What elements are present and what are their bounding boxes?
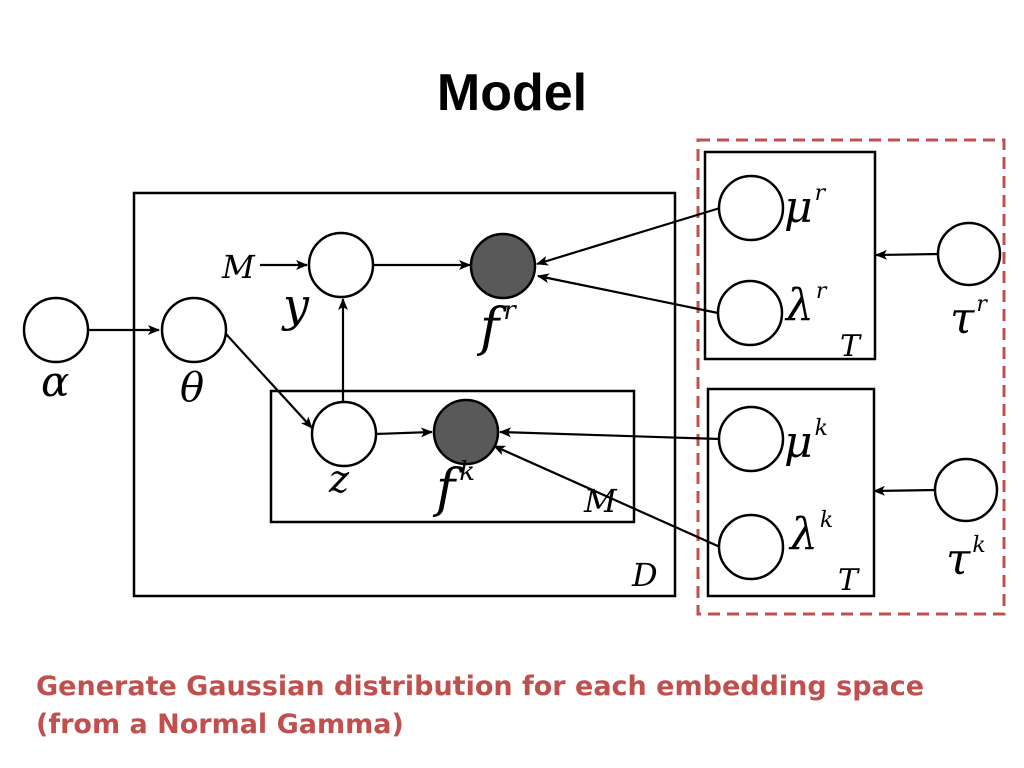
slide-title: Model xyxy=(436,64,588,122)
node-tau-k xyxy=(933,457,999,523)
label-tau-k: τk xyxy=(946,533,986,585)
node-y xyxy=(307,231,375,299)
label-plate-m: M xyxy=(583,482,618,520)
label-alpha: α xyxy=(41,357,69,406)
label-plate-d: D xyxy=(631,556,658,594)
edge-lambdak-fk xyxy=(493,444,721,549)
caption: Generate Gaussian distribution for each … xyxy=(36,671,925,740)
label-plate-t-bottom: T xyxy=(838,563,860,598)
label-theta: θ xyxy=(180,365,204,411)
node-mu-r xyxy=(717,174,785,242)
plate-m xyxy=(269,389,636,524)
edge-z-fk xyxy=(375,427,433,438)
node-tau-r xyxy=(936,221,1002,287)
edge-taur-plate xyxy=(875,249,940,260)
edge-mur-fr xyxy=(536,206,721,266)
node-theta xyxy=(160,296,228,364)
edge-tauk-plate xyxy=(873,485,937,496)
node-f-r xyxy=(469,232,537,300)
node-lambda-k xyxy=(717,513,785,581)
label-mu-r: μr xyxy=(784,181,827,233)
node-z xyxy=(310,400,378,468)
highlight-box xyxy=(696,138,1006,616)
edge-theta-z xyxy=(225,333,313,429)
label-lambda-r: λr xyxy=(784,279,828,331)
node-mu-k xyxy=(717,405,785,473)
label-z: z xyxy=(328,457,350,501)
edge-muk-fk xyxy=(499,427,721,441)
label-mu-k: μk xyxy=(784,416,828,468)
label-lambda-k: λk xyxy=(788,508,833,560)
node-lambda-r xyxy=(716,279,784,347)
node-alpha xyxy=(22,296,90,364)
label-plate-t-top: T xyxy=(840,329,862,364)
label-input-m: M xyxy=(221,248,256,286)
plate-d xyxy=(132,191,677,598)
edge-lambdar-fr xyxy=(537,273,719,315)
node-f-k xyxy=(432,398,500,466)
plate-t-top xyxy=(703,150,877,361)
label-y: y xyxy=(281,278,310,332)
label-tau-r: τr xyxy=(950,292,988,344)
